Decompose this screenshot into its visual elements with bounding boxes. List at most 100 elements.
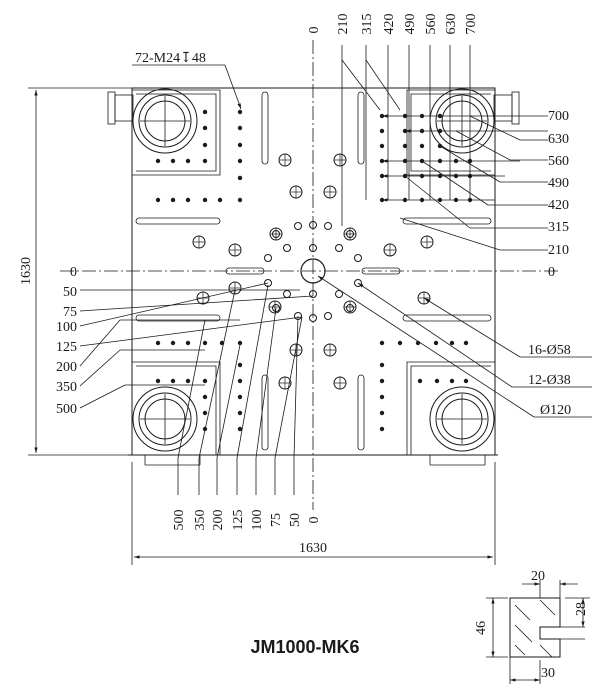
top-dim-700: 700 — [464, 14, 479, 35]
mounting-holes — [155, 109, 473, 432]
dimension-leader — [79, 319, 121, 367]
top-dim-0: 0 — [307, 27, 322, 34]
dimension-leader — [455, 130, 511, 161]
top-dim-420: 420 — [382, 14, 397, 35]
dimension-leader — [365, 59, 401, 111]
small-hole — [354, 254, 362, 262]
dimension-leader — [216, 344, 241, 459]
tapped-hole — [419, 143, 425, 149]
tapped-hole — [185, 340, 191, 346]
tapped-hole — [202, 109, 208, 115]
tapped-hole — [237, 410, 243, 416]
bottom-dim-125: 125 — [231, 510, 246, 531]
bottom-dim-500: 500 — [172, 510, 187, 531]
dimension-leader — [399, 217, 501, 251]
bottom-dim-50: 50 — [288, 513, 303, 527]
right-dim-630: 630 — [548, 132, 569, 147]
tapped-hole — [202, 197, 208, 203]
small-hole — [309, 314, 317, 322]
small-hole — [283, 290, 291, 298]
tapped-hole — [237, 340, 243, 346]
top-dim-490: 490 — [403, 14, 418, 35]
left-dim-75: 75 — [63, 305, 77, 320]
tapped-hole — [155, 158, 161, 164]
small-hole — [272, 304, 280, 312]
tapped-hole — [237, 362, 243, 368]
tapped-hole — [170, 197, 176, 203]
right-dim-490: 490 — [548, 176, 569, 191]
tapped-hole — [397, 340, 403, 346]
tapped-hole — [202, 378, 208, 384]
ko-holes-callout: 16-Ø58 — [528, 343, 571, 358]
bottom-dim-75: 75 — [269, 513, 284, 527]
slot-height: 46 — [474, 621, 489, 635]
top-dim-315: 315 — [360, 14, 375, 35]
small-hole — [264, 254, 272, 262]
tapped-hole — [379, 143, 385, 149]
small-hole — [309, 244, 317, 252]
overall-dimensions — [28, 87, 496, 565]
small-hole — [335, 244, 343, 252]
slot-top-width: 20 — [531, 569, 545, 584]
platen-outline — [128, 87, 498, 466]
tapped-hole — [155, 197, 161, 203]
tapped-hole — [217, 197, 223, 203]
right-dim-560: 560 — [548, 154, 569, 169]
hole-callout-leaders — [317, 275, 592, 418]
tapped-hole — [379, 340, 385, 346]
dimension-leader — [177, 319, 206, 459]
tapped-hole — [237, 109, 243, 115]
left-dim-100: 100 — [56, 320, 77, 335]
tapped-hole — [202, 394, 208, 400]
dimension-leader — [404, 175, 471, 229]
bottom-dim-0: 0 — [307, 517, 322, 524]
dimension-leader — [79, 282, 269, 327]
tapped-hole — [237, 394, 243, 400]
left-dim-125: 125 — [56, 340, 77, 355]
tapped-hole — [417, 378, 423, 384]
tapped-hole — [402, 143, 408, 149]
tapped-hole — [379, 394, 385, 400]
overall-width-label: 1630 — [299, 541, 327, 556]
tapped-hole — [237, 197, 243, 203]
right-dim-0: 0 — [548, 265, 555, 280]
dimension-leader — [79, 316, 303, 347]
tapped-hole — [170, 340, 176, 346]
slot-depth: 28 — [574, 602, 589, 616]
small-hole — [335, 290, 343, 298]
tapped-hole — [379, 362, 385, 368]
dimension-leader — [198, 289, 236, 459]
slot-bottom-width: 30 — [541, 666, 555, 681]
tapped-hole — [202, 340, 208, 346]
top-dim-630: 630 — [444, 14, 459, 35]
dimension-leader — [293, 315, 299, 459]
dimension-leader — [421, 160, 489, 206]
tapped-hole — [379, 128, 385, 134]
tapped-hole — [379, 378, 385, 384]
left-dim-0: 0 — [70, 265, 77, 280]
tapped-hole — [237, 125, 243, 131]
small-holes-callout: 12-Ø38 — [528, 373, 571, 388]
locating-ring-hole — [300, 258, 326, 284]
tapped-hole — [170, 158, 176, 164]
tapped-hole — [202, 158, 208, 164]
bottom-dimension-labels: 500 350 200 125 100 75 50 0 — [172, 510, 322, 531]
right-dim-210: 210 — [548, 243, 569, 258]
top-dim-560: 560 — [424, 14, 439, 35]
dimension-leaders — [79, 45, 548, 495]
thread-note: 72-M24↧48 — [135, 51, 206, 66]
left-dim-50: 50 — [63, 285, 77, 300]
top-dim-210: 210 — [336, 14, 351, 35]
tapped-hole — [379, 426, 385, 432]
small-hole — [324, 222, 332, 230]
left-dim-350: 350 — [56, 380, 77, 395]
t-slots — [135, 91, 492, 451]
tapped-hole — [185, 197, 191, 203]
thread-note-leader — [132, 64, 242, 110]
t-slot-detail — [486, 580, 590, 684]
right-dim-420: 420 — [548, 198, 569, 213]
dimension-leader — [79, 384, 126, 409]
center-lines — [60, 40, 560, 510]
tapped-hole — [237, 142, 243, 148]
small-hole — [309, 221, 317, 229]
